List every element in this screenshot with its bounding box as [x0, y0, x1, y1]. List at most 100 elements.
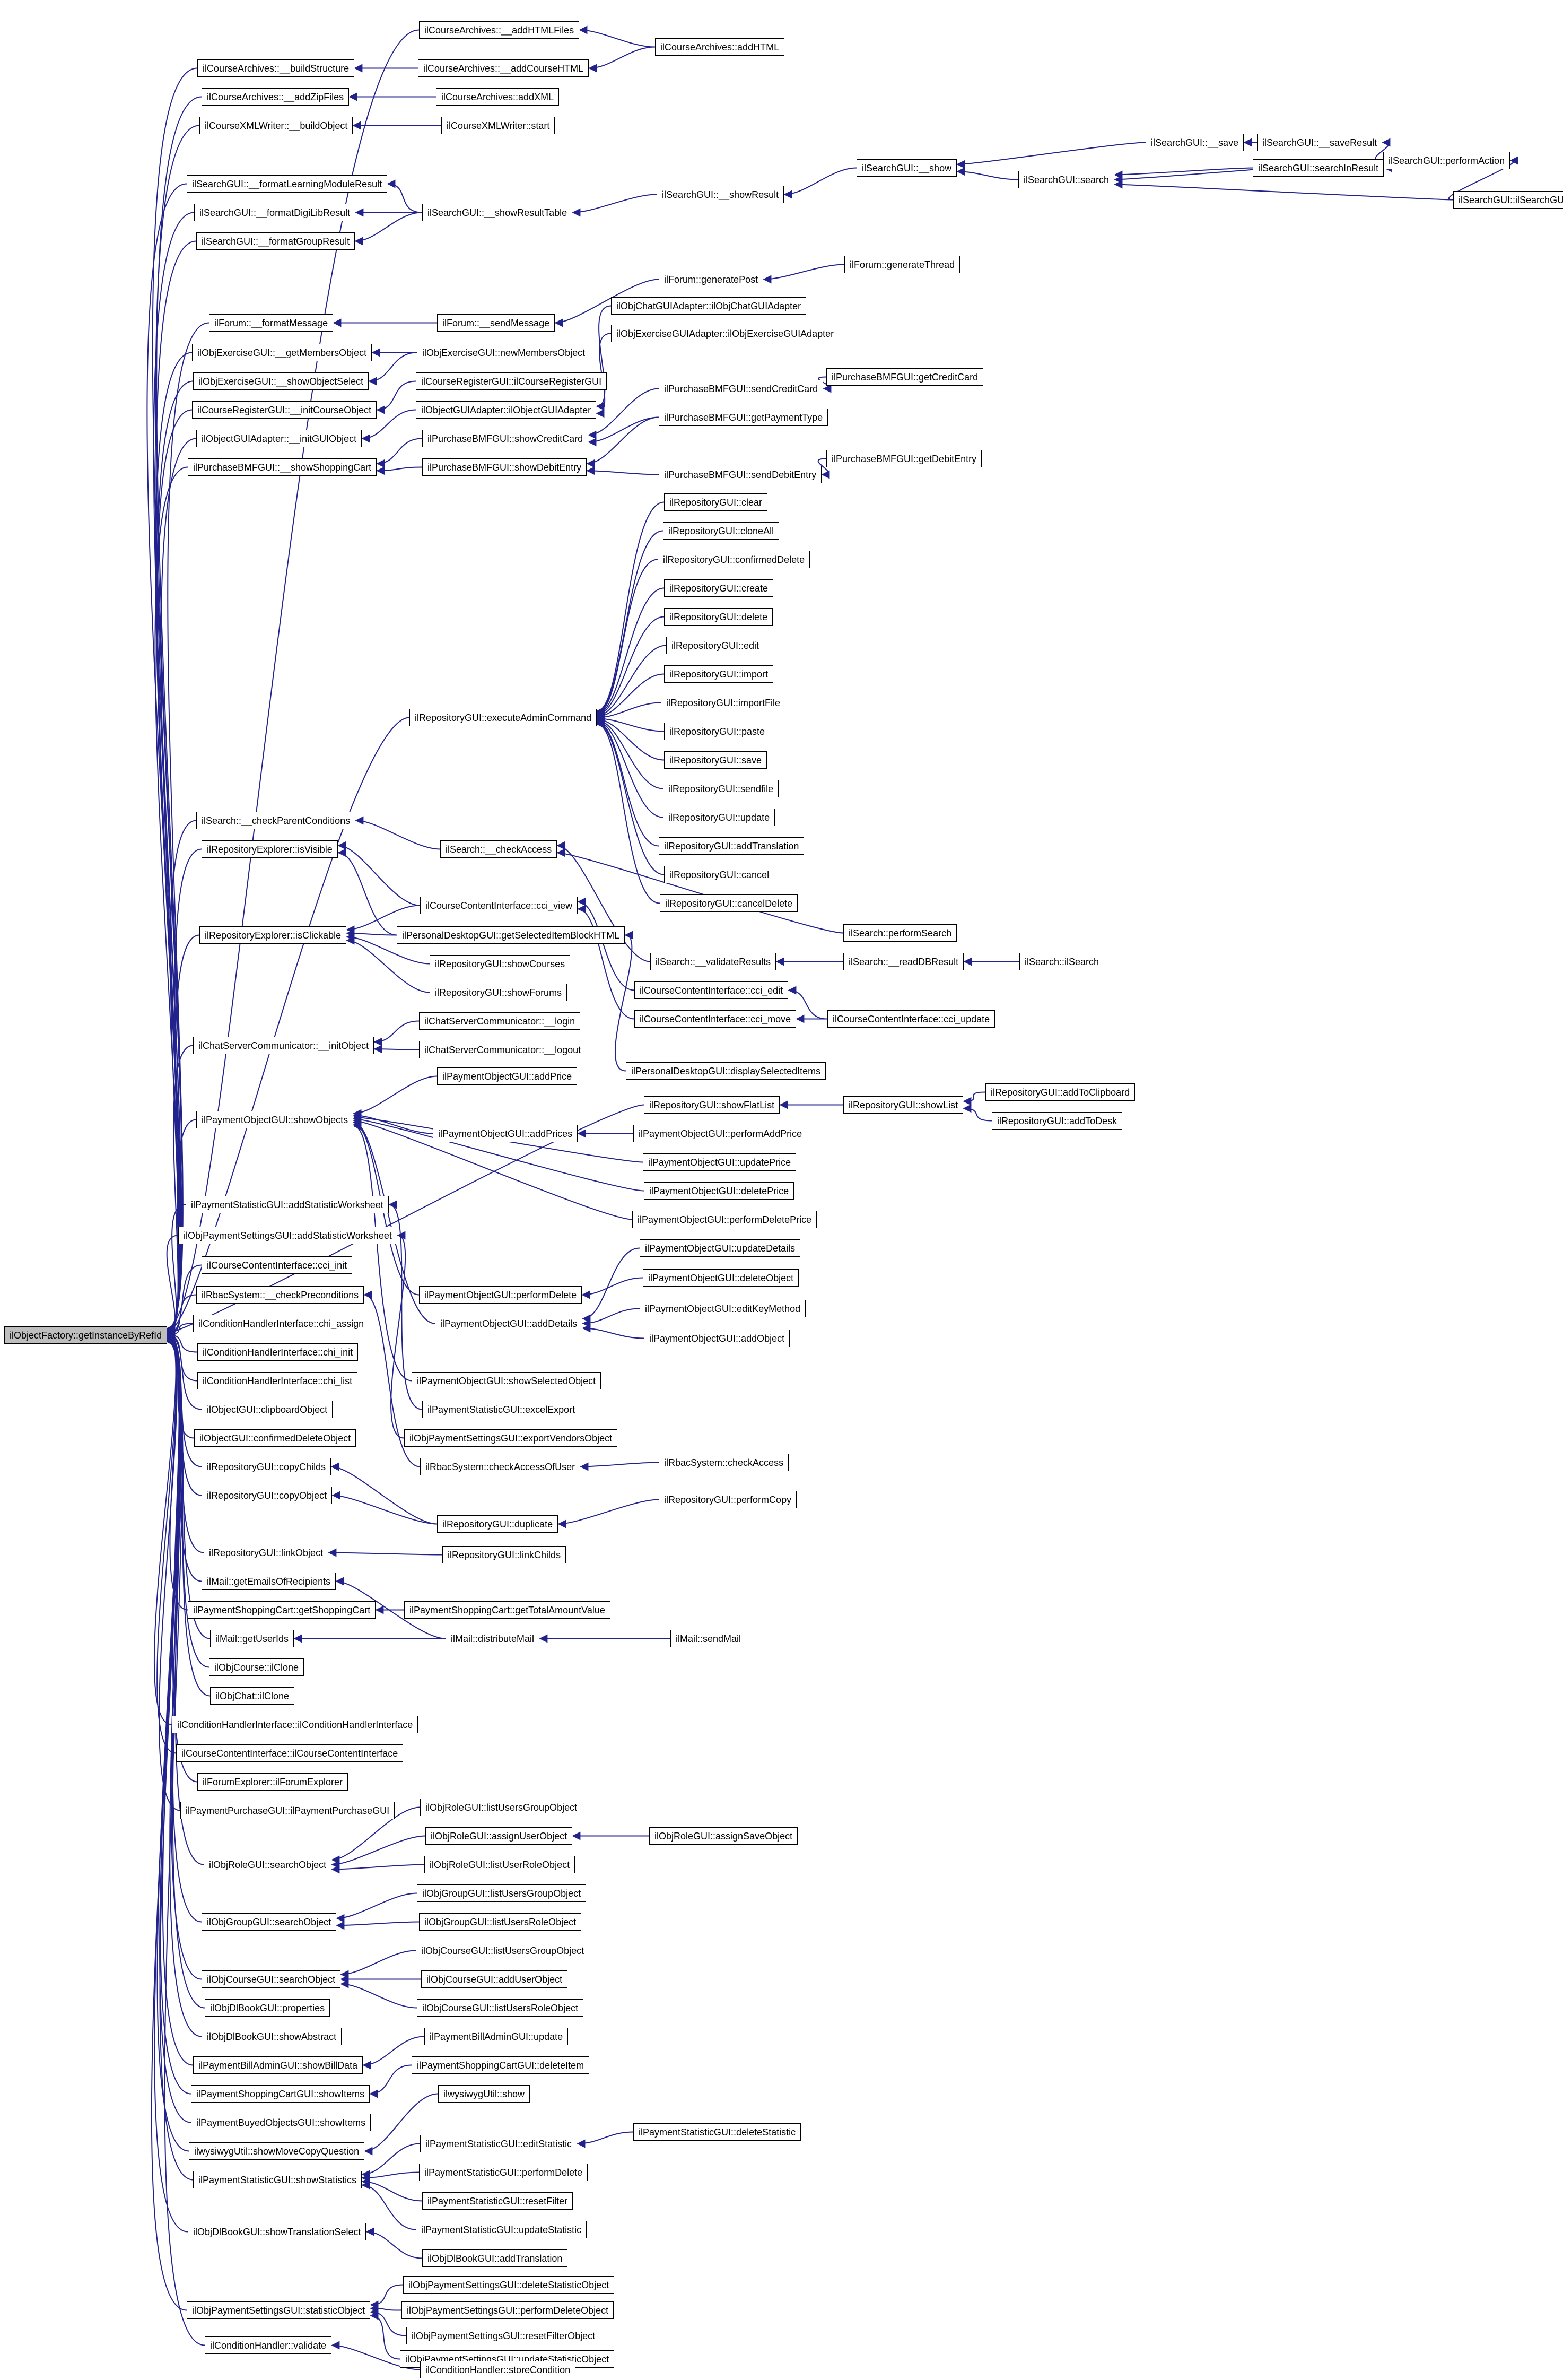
graph-node-chatLogout[interactable]: ilChatServerCommunicator::__logout — [419, 1041, 587, 1058]
graph-node-sgShow[interactable]: ilSearchGUI::__show — [857, 159, 957, 177]
graph-node-addToDesk[interactable]: ilRepositoryGUI::addToDesk — [992, 1112, 1123, 1130]
graph-node-dlbookProperties[interactable]: ilObjDlBookGUI::properties — [205, 1999, 330, 2017]
graph-node-performDeletePrice[interactable]: ilPaymentObjectGUI::performDeletePrice — [632, 1211, 817, 1228]
graph-node-sendMail[interactable]: ilMail::sendMail — [670, 1630, 747, 1647]
graph-node-linkChilds[interactable]: ilRepositoryGUI::linkChilds — [442, 1546, 566, 1563]
graph-node-confirmedDeleteObject[interactable]: ilObjectGUI::confirmedDeleteObject — [194, 1429, 356, 1447]
graph-node-performCopy[interactable]: ilRepositoryGUI::performCopy — [659, 1491, 797, 1508]
graph-node-groupListUsersRole[interactable]: ilObjGroupGUI::listUsersRoleObject — [419, 1913, 582, 1931]
graph-node-chatIlClone[interactable]: ilObjChat::ilClone — [210, 1687, 295, 1705]
graph-node-chiList[interactable]: ilConditionHandlerInterface::chi_list — [197, 1372, 358, 1389]
graph-node-rCreate[interactable]: ilRepositoryGUI::create — [664, 579, 774, 597]
graph-node-rCancelDelete[interactable]: ilRepositoryGUI::cancelDelete — [660, 894, 798, 912]
graph-node-psResetFilterObject[interactable]: ilObjPaymentSettingsGUI::resetFilterObje… — [406, 2327, 601, 2344]
graph-node-updateDetails[interactable]: ilPaymentObjectGUI::updateDetails — [640, 1239, 801, 1257]
graph-node-exerciseAdapter[interactable]: ilObjExerciseGUIAdapter::ilObjExerciseGU… — [611, 325, 840, 342]
graph-node-showObjects[interactable]: ilPaymentObjectGUI::showObjects — [196, 1111, 354, 1128]
graph-node-rSendfile[interactable]: ilRepositoryGUI::sendfile — [663, 780, 779, 797]
graph-node-initGUIObject[interactable]: ilObjectGUIAdapter::__initGUIObject — [196, 430, 362, 447]
graph-node-clipboardObject[interactable]: ilObjectGUI::clipboardObject — [202, 1401, 333, 1418]
graph-node-sCheckAccess[interactable]: ilSearch::__checkAccess — [440, 840, 557, 858]
graph-node-cciCtor[interactable]: ilCourseContentInterface::ilCourseConten… — [176, 1744, 404, 1762]
graph-node-rConfirmedDelete[interactable]: ilRepositoryGUI::confirmedDelete — [658, 551, 810, 568]
graph-node-roleAssignUser[interactable]: ilObjRoleGUI::assignUserObject — [425, 1827, 573, 1845]
graph-node-getMembersObject[interactable]: ilObjExerciseGUI::__getMembersObject — [192, 344, 372, 361]
graph-node-courseListUsersRole[interactable]: ilObjCourseGUI::listUsersRoleObject — [417, 1999, 584, 2017]
graph-node-getEmails[interactable]: ilMail::getEmailsOfRecipients — [202, 1573, 336, 1590]
graph-node-dlbookAddTranslation[interactable]: ilObjDlBookGUI::addTranslation — [422, 2249, 568, 2267]
graph-node-showList[interactable]: ilRepositoryGUI::showList — [843, 1096, 964, 1114]
graph-node-showFlatList[interactable]: ilRepositoryGUI::showFlatList — [644, 1096, 780, 1114]
graph-node-chatInitObject[interactable]: ilChatServerCommunicator::__initObject — [193, 1037, 374, 1054]
graph-node-showStatistics[interactable]: ilPaymentStatisticGUI::showStatistics — [193, 2171, 362, 2188]
graph-node-rbacCheckAccess[interactable]: ilRbacSystem::checkAccess — [659, 1454, 789, 1471]
graph-node-distributeMail[interactable]: ilMail::distributeMail — [446, 1630, 540, 1647]
graph-node-readDBResult[interactable]: ilSearch::__readDBResult — [843, 953, 964, 970]
graph-node-courseSearch[interactable]: ilObjCourseGUI::searchObject — [202, 1970, 341, 1988]
graph-node-addPrices[interactable]: ilPaymentObjectGUI::addPrices — [433, 1125, 578, 1142]
graph-node-chiAssign[interactable]: ilConditionHandlerInterface::chi_assign — [193, 1315, 370, 1332]
graph-node-formatMessage[interactable]: ilForum::__formatMessage — [209, 314, 334, 332]
graph-node-rCancel[interactable]: ilRepositoryGUI::cancel — [664, 866, 775, 883]
graph-node-cciMove[interactable]: ilCourseContentInterface::cci_move — [634, 1010, 797, 1028]
graph-node-getSelItemBlock[interactable]: ilPersonalDesktopGUI::getSelectedItemBlo… — [397, 926, 625, 944]
graph-node-showCreditCard[interactable]: ilPurchaseBMFGUI::showCreditCard — [422, 430, 589, 447]
graph-node-ilSearch[interactable]: ilSearch::ilSearch — [1019, 953, 1105, 970]
graph-node-sgShowResultTable[interactable]: ilSearchGUI::__showResultTable — [422, 204, 573, 221]
graph-node-validateResults[interactable]: ilSearch::__validateResults — [650, 953, 776, 970]
graph-node-showForums[interactable]: ilRepositoryGUI::showForums — [430, 984, 567, 1001]
graph-node-chStoreCondition[interactable]: ilConditionHandler::storeCondition — [420, 2361, 576, 2378]
graph-node-deletePrice[interactable]: ilPaymentObjectGUI::deletePrice — [644, 1182, 794, 1200]
graph-node-sendMessage[interactable]: ilForum::__sendMessage — [437, 314, 555, 332]
graph-node-addDetails[interactable]: ilPaymentObjectGUI::addDetails — [435, 1315, 583, 1332]
graph-node-executeAdmin[interactable]: ilRepositoryGUI::executeAdminCommand — [409, 709, 597, 726]
graph-node-displaySelItems[interactable]: ilPersonalDesktopGUI::displaySelectedIte… — [626, 1062, 826, 1080]
graph-node-sgSaveResult[interactable]: ilSearchGUI::__saveResult — [1257, 134, 1383, 151]
graph-node-sgPerformAction[interactable]: ilSearchGUI::performAction — [1383, 152, 1510, 169]
graph-node-getTotalAmount[interactable]: ilPaymentShoppingCart::getTotalAmountVal… — [404, 1601, 610, 1619]
graph-node-getUserIds[interactable]: ilMail::getUserIds — [210, 1630, 294, 1647]
graph-node-rSave[interactable]: ilRepositoryGUI::save — [664, 751, 767, 769]
graph-node-addObject[interactable]: ilPaymentObjectGUI::addObject — [644, 1330, 790, 1347]
graph-node-rClear[interactable]: ilRepositoryGUI::clear — [664, 493, 768, 511]
graph-node-showShoppingCart[interactable]: ilPurchaseBMFGUI::__showShoppingCart — [188, 458, 377, 476]
graph-node-poDeleteObject[interactable]: ilPaymentObjectGUI::deleteObject — [643, 1269, 799, 1287]
graph-node-groupListUsersGroup[interactable]: ilObjGroupGUI::listUsersGroupObject — [417, 1884, 587, 1902]
graph-node-showObjectSelect[interactable]: ilObjExerciseGUI::__showObjectSelect — [193, 372, 369, 390]
graph-node-checkParentConditions[interactable]: ilSearch::__checkParentConditions — [196, 812, 356, 829]
graph-node-addToClipboard[interactable]: ilRepositoryGUI::addToClipboard — [985, 1083, 1136, 1101]
graph-node-showBillData[interactable]: ilPaymentBillAdminGUI::showBillData — [193, 2056, 363, 2074]
graph-node-statUpdateStatistic[interactable]: ilPaymentStatisticGUI::updateStatistic — [416, 2221, 587, 2238]
graph-node-showMoveCopyQuestion[interactable]: ilwysiwygUtil::showMoveCopyQuestion — [189, 2142, 365, 2160]
graph-node-addStatWorksheet2[interactable]: ilObjPaymentSettingsGUI::addStatisticWor… — [178, 1227, 397, 1244]
graph-node-rPaste[interactable]: ilRepositoryGUI::paste — [664, 723, 771, 740]
graph-node-poPerformDelete[interactable]: ilPaymentObjectGUI::performDelete — [419, 1286, 582, 1304]
graph-node-generatePost[interactable]: ilForum::generatePost — [659, 271, 764, 288]
graph-node-checkPreconditions[interactable]: ilRbacSystem::__checkPreconditions — [196, 1286, 364, 1304]
graph-node-chValidate[interactable]: ilConditionHandler::validate — [205, 2336, 332, 2354]
graph-node-performSearch[interactable]: ilSearch::performSearch — [843, 924, 957, 942]
graph-node-addPrice[interactable]: ilPaymentObjectGUI::addPrice — [437, 1067, 578, 1085]
graph-node-groupSearch[interactable]: ilObjGroupGUI::searchObject — [202, 1913, 337, 1931]
graph-node-statPerformDelete[interactable]: ilPaymentStatisticGUI::performDelete — [419, 2164, 588, 2181]
graph-node-duplicate[interactable]: ilRepositoryGUI::duplicate — [437, 1515, 558, 1533]
graph-node-sgShowResult[interactable]: ilSearchGUI::__showResult — [657, 186, 784, 203]
graph-node-isVisible[interactable]: ilRepositoryExplorer::isVisible — [202, 840, 338, 858]
graph-node-cciInit[interactable]: ilCourseContentInterface::cci_init — [202, 1256, 353, 1274]
graph-node-courseRegisterGUI[interactable]: ilCourseRegisterGUI::ilCourseRegisterGUI — [416, 372, 607, 390]
graph-node-newMembersObject[interactable]: ilObjExerciseGUI::newMembersObject — [417, 344, 591, 361]
graph-node-getCreditCard[interactable]: ilPurchaseBMFGUI::getCreditCard — [826, 368, 984, 386]
graph-node-cciView[interactable]: ilCourseContentInterface::cci_view — [420, 897, 578, 914]
graph-node-rDelete[interactable]: ilRepositoryGUI::delete — [664, 608, 773, 626]
graph-node-roleAssignSave[interactable]: ilObjRoleGUI::assignSaveObject — [649, 1827, 798, 1845]
graph-node-editKeyMethod[interactable]: ilPaymentObjectGUI::editKeyMethod — [640, 1300, 806, 1317]
graph-node-formatLM[interactable]: ilSearchGUI::__formatLearningModuleResul… — [187, 175, 388, 193]
graph-node-addStatWorksheet1[interactable]: ilPaymentStatisticGUI::addStatisticWorks… — [186, 1196, 389, 1213]
graph-node-rImportFile[interactable]: ilRepositoryGUI::importFile — [661, 694, 786, 711]
graph-node-linkObject[interactable]: ilRepositoryGUI::linkObject — [204, 1544, 329, 1561]
graph-node-copyObject[interactable]: ilRepositoryGUI::copyObject — [202, 1487, 333, 1504]
graph-node-sgSearchInResult[interactable]: ilSearchGUI::searchInResult — [1253, 159, 1384, 177]
graph-node-showSelectedObject[interactable]: ilPaymentObjectGUI::showSelectedObject — [412, 1372, 601, 1389]
graph-node-initCourseObject[interactable]: ilCourseRegisterGUI::__initCourseObject — [192, 401, 377, 419]
graph-node-courseIlClone[interactable]: ilObjCourse::ilClone — [209, 1658, 304, 1676]
